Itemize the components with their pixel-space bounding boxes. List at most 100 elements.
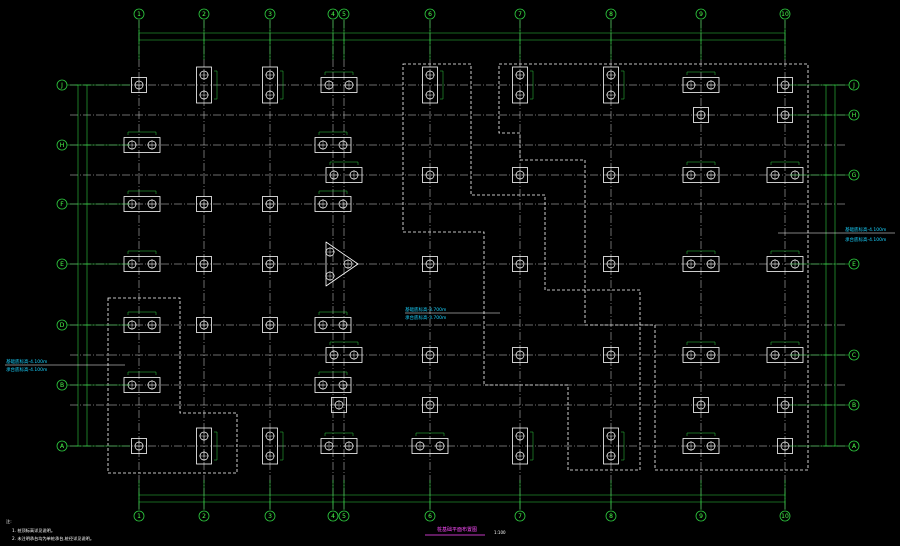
- axis-bubble-col-2-top: 2: [198, 8, 210, 20]
- annotation-center: 基础底标高-3.700m 承台底标高-3.700m: [405, 306, 500, 321]
- pile-cap-single: [262, 317, 278, 333]
- axis-bubble-col-2-bottom: 2: [198, 510, 210, 522]
- annotation-right: 基础底标高-4.100m 承台底标高-4.100m: [778, 226, 895, 243]
- axis-bubble-row-B-right: B: [790, 399, 860, 411]
- axis-bubble-col-5-bottom: 5: [338, 510, 350, 522]
- annotation-center-line1: 基础底标高-3.700m: [405, 306, 446, 313]
- pile-cap-single: [512, 256, 528, 272]
- axis-bubble-col-4-top: 4: [327, 8, 339, 20]
- pile-cap-single: [262, 256, 278, 272]
- axis-bubble-col-7-top: 7: [514, 8, 526, 20]
- pile-cap-double-horizontal: [320, 71, 358, 93]
- axis-bubble-label: 1: [137, 513, 141, 520]
- axis-bubble-label: 6: [428, 513, 432, 520]
- svg-text:A: A: [852, 443, 857, 450]
- annotation-left: 基础底标高-4.100m 承台底标高-4.100m: [5, 358, 125, 373]
- svg-text:D: D: [60, 322, 65, 329]
- pile-cap-double-horizontal: [314, 190, 352, 212]
- svg-text:H: H: [852, 112, 857, 119]
- axis-bubble-col-1-top: 1: [133, 8, 145, 20]
- svg-text:C: C: [852, 352, 856, 359]
- axis-bubble-label: 9: [699, 11, 703, 18]
- axis-bubble-col-8-bottom: 8: [605, 510, 617, 522]
- svg-text:B: B: [852, 402, 856, 409]
- svg-text:F: F: [60, 201, 64, 208]
- axis-bubble-label: 4: [331, 11, 335, 18]
- dimension-lines: [75, 30, 838, 505]
- notes-line2: 2. 未注明承台均为单桩承台,桩径详见说明。: [12, 535, 94, 542]
- annotation-right-line1: 基础底标高-4.100m: [845, 226, 886, 233]
- axis-bubble-col-1-bottom: 1: [133, 510, 145, 522]
- axis-bubble-row-E-left: E: [56, 258, 130, 270]
- pile-cap-single: [196, 196, 212, 212]
- pile-cap-single: [131, 77, 147, 93]
- axis-bubble-col-3-bottom: 3: [264, 510, 276, 522]
- dashed-zone-3: [107, 297, 238, 474]
- drawing-title-scale: 1:100: [494, 530, 506, 535]
- axis-bubble-row-J-left: J: [56, 79, 130, 91]
- pile-cap-double-vertical: [196, 427, 218, 465]
- svg-text:B: B: [60, 382, 64, 389]
- svg-text:A: A: [60, 443, 65, 450]
- dashed-zone-1: [402, 63, 641, 471]
- pile-cap-single: [422, 256, 438, 272]
- axis-bubble-label: 3: [268, 513, 272, 520]
- pile-cap-single: [422, 347, 438, 363]
- axis-bubble-col-9-top: 9: [695, 8, 707, 20]
- pile-cap-double-vertical: [262, 66, 284, 104]
- pile-cap-single: [262, 196, 278, 212]
- svg-text:E: E: [852, 261, 856, 268]
- axis-bubble-col-8-top: 8: [605, 8, 617, 20]
- axis-bubble-col-10-top: 10: [779, 8, 791, 20]
- axis-bubble-col-4-bottom: 4: [327, 510, 339, 522]
- pile-cap-double-horizontal: [320, 432, 358, 454]
- axis-bubble-label: 7: [518, 11, 522, 18]
- pile-cap-single: [422, 167, 438, 183]
- pile-cap-single: [603, 347, 619, 363]
- pile-cap-single: [131, 438, 147, 454]
- pile-cap-double-horizontal: [682, 161, 720, 183]
- axis-bubble-row-D-left: D: [56, 319, 130, 331]
- pile-cap-double-vertical: [422, 66, 444, 104]
- notes-heading: 注:: [6, 518, 12, 525]
- svg-text:H: H: [60, 142, 65, 149]
- pile-cap-single: [603, 167, 619, 183]
- axis-bubble-label: 8: [609, 513, 613, 520]
- axis-bubble-label: 5: [342, 513, 346, 520]
- pile-cap-double-horizontal: [123, 190, 161, 212]
- axis-bubble-row-E-right: E: [790, 258, 860, 270]
- pile-cap-double-horizontal: [682, 71, 720, 93]
- axis-bubble-label: 10: [781, 513, 789, 520]
- axis-bubble-col-3-top: 3: [264, 8, 276, 20]
- axis-bubble-label: 3: [268, 11, 272, 18]
- axis-bubble-row-B-left: B: [56, 379, 130, 391]
- notes-line1: 1. 桩顶标高详见说明。: [12, 527, 55, 534]
- annotation-left-line1: 基础底标高-4.100m: [6, 358, 47, 365]
- axis-bubble-row-H-right: H: [790, 109, 860, 121]
- pile-cap-triple: [325, 241, 359, 287]
- axis-bubble-row-A-left: A: [56, 440, 130, 452]
- pile-cap-double-horizontal: [325, 341, 363, 363]
- pile-cap-double-vertical: [603, 427, 625, 465]
- pile-cap-double-horizontal: [682, 432, 720, 454]
- svg-text:J: J: [852, 82, 855, 89]
- svg-text:G: G: [852, 172, 857, 179]
- svg-text:J: J: [60, 82, 63, 89]
- pile-cap-single: [422, 397, 438, 413]
- pile-cap-double-horizontal: [314, 371, 352, 393]
- axis-bubble-label: 2: [202, 513, 206, 520]
- pile-cap-single: [196, 317, 212, 333]
- axis-bubble-col-9-bottom: 9: [695, 510, 707, 522]
- pile-cap-single: [196, 256, 212, 272]
- pile-cap-double-horizontal: [325, 161, 363, 183]
- pile-cap-double-horizontal: [682, 341, 720, 363]
- axis-bubble-row-C-right: C: [790, 349, 860, 361]
- pile-cap-single: [512, 167, 528, 183]
- axis-bubble-label: 7: [518, 513, 522, 520]
- pile-cap-double-vertical: [603, 66, 625, 104]
- pile-cap-double-vertical: [512, 66, 534, 104]
- pile-caps: [123, 66, 804, 465]
